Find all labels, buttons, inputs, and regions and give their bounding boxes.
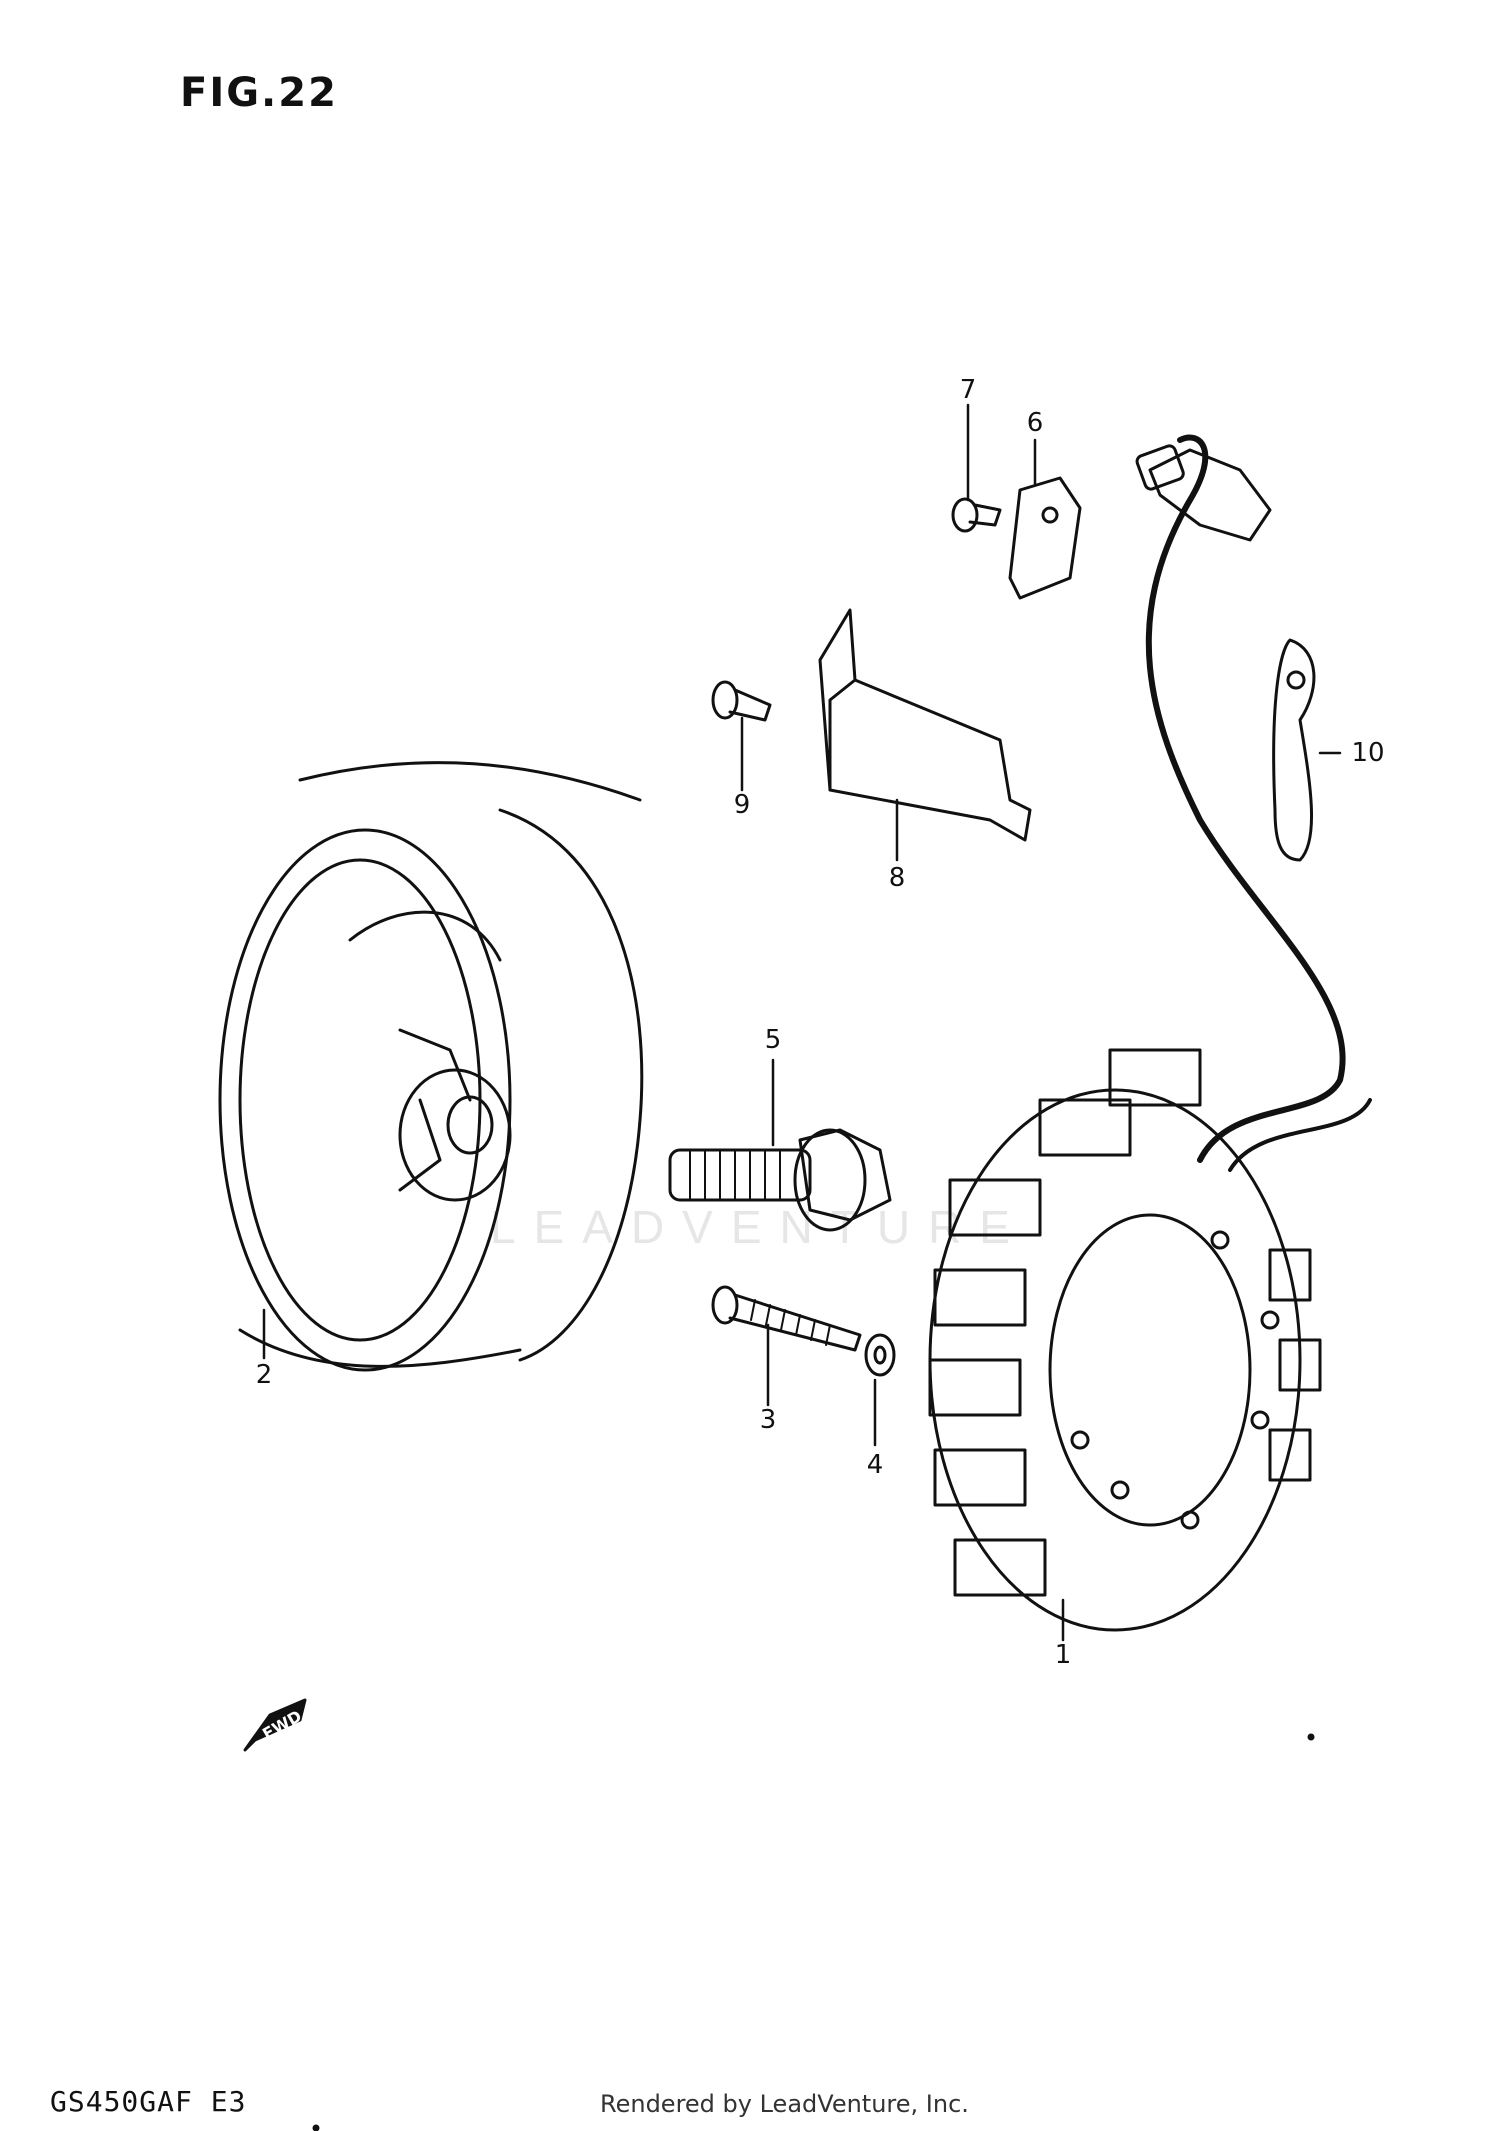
callout-3: 3 [759,1405,777,1435]
stator-screw [711,1285,862,1352]
plate-screw [951,497,1002,533]
render-credit: Rendered by LeadVenture, Inc. [600,2090,969,2118]
lead-wire-guide [818,608,1032,842]
watermark-text: LEADVENTURE [490,1201,1028,1253]
callout-7: 7 [959,375,977,405]
clamp-plate [1008,476,1082,600]
callout-10: 10 [1351,738,1385,768]
callout-2: 2 [255,1360,273,1390]
callout-8: 8 [888,863,906,893]
model-code: GS450GAF E3 [50,2085,247,2118]
rotor-bolt [668,1128,892,1232]
callout-5: 5 [764,1025,782,1055]
guide-screw [711,680,772,722]
leader-lines [262,403,1342,1642]
stray-dot [312,2124,320,2131]
flywheel-rotor [218,761,644,1372]
wire-clamp [1272,638,1316,862]
stray-dot [1307,1733,1315,1741]
stator-assembly [928,1048,1322,1632]
lead-wire-harness [1135,434,1372,1172]
washer [864,1333,896,1377]
callout-9: 9 [733,790,751,820]
callout-1: 1 [1054,1640,1072,1670]
figure-title: FIG.22 [180,70,338,116]
fwd-arrow-icon [243,1698,307,1752]
callout-4: 4 [866,1450,884,1480]
callout-6: 6 [1026,408,1044,438]
